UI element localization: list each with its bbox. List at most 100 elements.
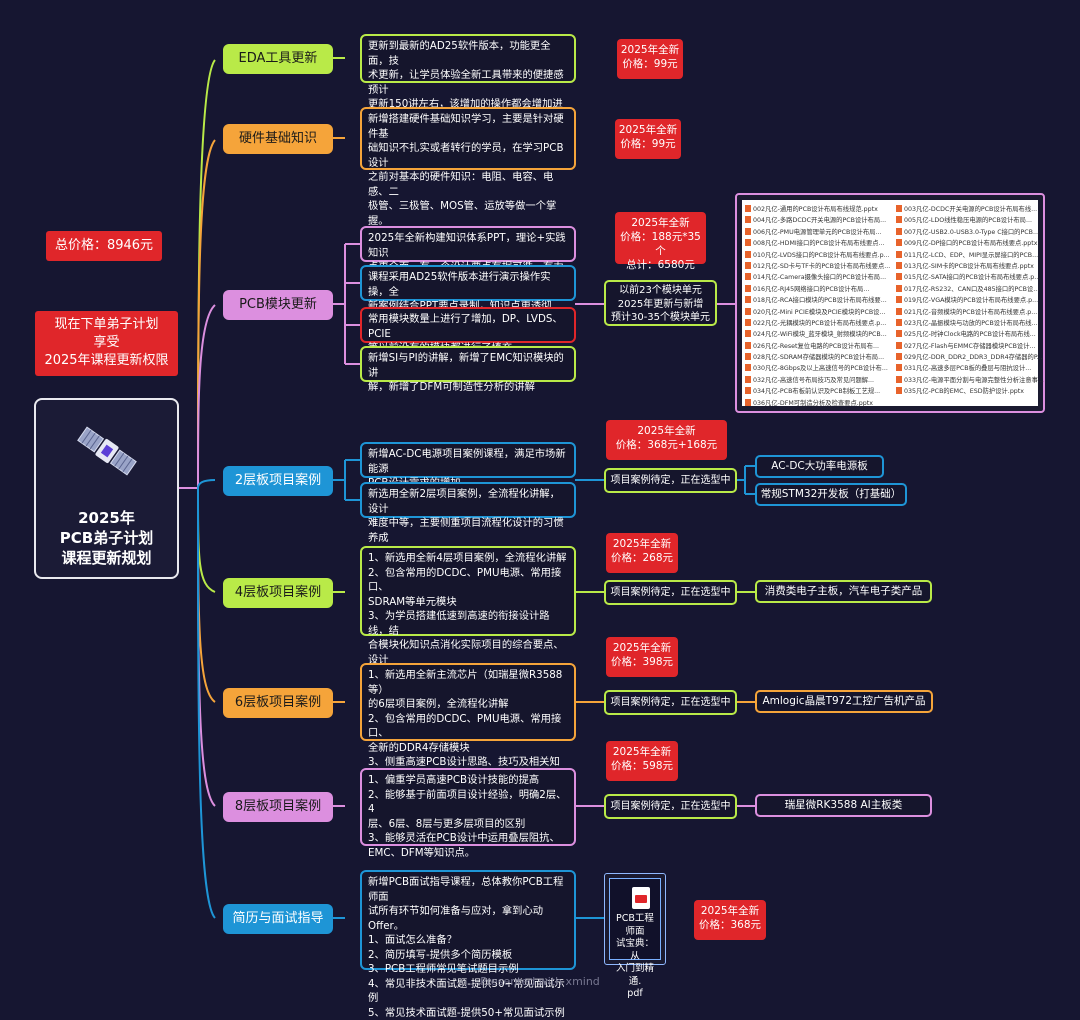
file-item[interactable]: 010凡亿-LVDS接口的PCB设计布局布线要点.p... — [745, 250, 893, 261]
file-item-label: 004凡亿-多路DCDC开关电源的PCB设计布局... — [753, 217, 887, 225]
pptx-icon — [896, 205, 902, 212]
file-column-right: 003凡亿-DCDC开关电源的PCB设计布局布线... 005凡亿-LDO线性稳压… — [896, 204, 1044, 398]
root-node: 2025年 PCB弟子计划 课程更新规划 — [34, 398, 179, 579]
file-item[interactable]: 012凡亿-SD卡与TF卡的PCB设计布局布线要点... — [745, 261, 893, 272]
desc-eda: 更新到最新的AD25软件版本，功能更全面，技 术更新，让学员体验全新工具带来的便… — [360, 34, 576, 125]
file-item-label: 024凡亿-WiFi模块_蓝牙模块_射频模块的PCB... — [753, 331, 887, 339]
file-item-label: 031凡亿-高速多层PCB板的叠层与阻抗设计... — [904, 365, 1032, 373]
file-item[interactable]: 022凡亿-光耦模块的PCB设计布局布线要点.p... — [745, 318, 893, 329]
root-title: 2025年 PCB弟子计划 课程更新规划 — [59, 509, 154, 567]
pending-8layer: 项目案例待定，正在选型中 — [604, 794, 737, 819]
file-item[interactable]: 027凡亿-Flash与EMMC存储器模块PCB设计... — [896, 341, 1044, 352]
file-item[interactable]: 024凡亿-WiFi模块_蓝牙模块_射频模块的PCB... — [745, 329, 893, 340]
satellite-icon — [77, 426, 137, 476]
branch-8layer[interactable]: 8层板项目案例 — [223, 792, 333, 822]
file-item[interactable]: 015凡亿-SATA接口的PCB设计布局布线要点.p... — [896, 272, 1044, 283]
file-item[interactable]: 028凡亿-SDRAM存储器模块的PCB设计布局... — [745, 352, 893, 363]
file-item[interactable]: 007凡亿-USB2.0-USB3.0-Type C接口的PCB... — [896, 227, 1044, 238]
file-item[interactable]: 030凡亿-8Gbps及以上高速信号的PCB设计布... — [745, 363, 893, 374]
pptx-icon — [745, 216, 751, 224]
file-item[interactable]: 011凡亿-LCD、EDP、MIPI显示屏接口的PCB... — [896, 250, 1044, 261]
pending-2layer: 项目案例待定，正在选型中 — [604, 468, 737, 493]
desc-resume: 新增PCB面试指导课程，总体教你PCB工程师面 试所有环节如何准备与应对，拿到心… — [360, 870, 576, 1019]
file-item[interactable]: 006凡亿-PMU电源管理单元的PCB设计布局... — [745, 227, 893, 238]
desc-pcb-ad25: 课程采用AD25软件版本进行演示操作实操，全 新案例结合PPT要点录制，知识点更… — [360, 265, 576, 312]
pptx-icon — [896, 227, 902, 235]
branch-pcb-module[interactable]: PCB模块更新 — [223, 290, 333, 320]
file-item[interactable]: 003凡亿-DCDC开关电源的PCB设计布局布线... — [896, 204, 1044, 215]
total-price: 总价格：8946元 — [46, 231, 162, 261]
file-item-label: 035凡亿-PCB的EMC、ESD防护设计.pptx — [904, 388, 1025, 396]
pptx-icon — [745, 364, 751, 372]
desc-hardware: 新增搭建硬件基础知识学习，主要是针对硬件基 础知识不扎实或者转行的学员，在学习P… — [360, 107, 576, 227]
branch-6layer[interactable]: 6层板项目案例 — [223, 688, 333, 718]
pending-4layer: 项目案例待定，正在选型中 — [604, 580, 737, 605]
file-item[interactable]: 005凡亿-LDO线性稳压电源的PCB设计布局... — [896, 215, 1044, 226]
file-item[interactable]: 004凡亿-多路DCDC开关电源的PCB设计布局... — [745, 215, 893, 226]
file-item[interactable]: 016凡亿-RJ45网络接口的PCB设计布局... — [745, 284, 893, 295]
product-acdc: AC-DC大功率电源板 — [755, 455, 884, 478]
file-item-label: 027凡亿-Flash与EMMC存储器模块PCB设计... — [904, 342, 1036, 350]
file-item[interactable]: 035凡亿-PCB的EMC、ESD防护设计.pptx — [896, 386, 1044, 397]
product-4layer: 消费类电子主板，汽车电子类产品 — [755, 580, 932, 603]
desc-pcb-si-pi: 新增SI与PI的讲解，新增了EMC知识模块的讲 解，新增了DFM可制造性分析的讲… — [360, 346, 576, 393]
file-item-label: 007凡亿-USB2.0-USB3.0-Type C接口的PCB... — [904, 228, 1040, 236]
file-item-label: 018凡亿-RCA接口模块的PCB设计布局布线要... — [753, 297, 887, 305]
file-item[interactable]: 009凡亿-DP接口的PCB设计布局布线要点.pptx — [896, 238, 1044, 249]
branch-resume[interactable]: 简历与面试指导 — [223, 904, 333, 934]
file-item[interactable]: 014凡亿-Camera摄像头接口的PCB设计布局... — [745, 272, 893, 283]
branch-hardware[interactable]: 硬件基础知识 — [223, 124, 333, 154]
pptx-icon — [745, 398, 751, 406]
file-item-label: 008凡亿-HDMI接口的PCB设计布局布线要点... — [753, 240, 885, 248]
pptx-icon — [896, 330, 902, 338]
product-8layer: 瑞星微RK3588 AI主板类 — [755, 794, 932, 817]
pptx-icon — [896, 364, 902, 372]
file-item-label: 010凡亿-LVDS接口的PCB设计布局布线要点.p... — [753, 251, 890, 259]
desc-pcb-modules: 常用模块数量上进行了增加，DP、LVDS、PCIE 等以前没有的模块都进行了填充… — [360, 307, 576, 354]
pptx-icon — [896, 353, 902, 361]
file-item[interactable]: 008凡亿-HDMI接口的PCB设计布局布线要点... — [745, 238, 893, 249]
file-item[interactable]: 020凡亿-Mini PCIE模块及PCIE模块的PCB设... — [745, 307, 893, 318]
file-item-label: 012凡亿-SD卡与TF卡的PCB设计布局布线要点... — [753, 262, 891, 270]
pptx-icon — [896, 250, 902, 258]
pptx-icon — [745, 284, 751, 292]
branch-eda[interactable]: EDA工具更新 — [223, 44, 333, 74]
file-item[interactable]: 013凡亿-SIM卡的PCB设计布局布线要点.pptx — [896, 261, 1044, 272]
file-item-label: 016凡亿-RJ45网络接口的PCB设计布局... — [753, 285, 870, 293]
branch-2layer[interactable]: 2层板项目案例 — [223, 466, 333, 496]
pptx-icon — [745, 353, 751, 361]
file-item[interactable]: 025凡亿-时钟Clock电路的PCB设计布局布线... — [896, 329, 1044, 340]
file-item[interactable]: 032凡亿-高速信号布局技巧及常见问题解... — [745, 375, 893, 386]
module-file-list: 002凡亿-通用的PCB设计布局布线规范.pptx 004凡亿-多路DCDC开关电… — [735, 193, 1045, 413]
file-item[interactable]: 029凡亿-DDR_DDR2_DDR3_DDR4存储器的P... — [896, 352, 1044, 363]
file-item[interactable]: 036凡亿-DFM可制造分析及检查要点.pptx — [745, 398, 893, 409]
file-item[interactable]: 018凡亿-RCA接口模块的PCB设计布局布线要... — [745, 295, 893, 306]
product-6layer: Amlogic晶晨T972工控广告机产品 — [755, 690, 933, 713]
file-item[interactable]: 031凡亿-高速多层PCB板的叠层与阻抗设计... — [896, 363, 1044, 374]
file-item-label: 013凡亿-SIM卡的PCB设计布局布线要点.pptx — [904, 262, 1034, 270]
file-item[interactable]: 026凡亿-Reset复位电路的PCB设计布局布... — [745, 341, 893, 352]
desc-6layer: 1、新选用全新主流芯片（如瑞星微R3588等） 的6层项目案例，全流程化讲解 2… — [360, 663, 576, 783]
file-item-label: 005凡亿-LDO线性稳压电源的PCB设计布局... — [904, 217, 1032, 225]
file-item-label: 025凡亿-时钟Clock电路的PCB设计布局布线... — [904, 331, 1036, 339]
pdf-file[interactable]: PCB工程师面 试宝典：从 入门到精通. pdf — [604, 873, 666, 999]
file-item[interactable]: 033凡亿-电源平面分割与电源完整性分析注意事... — [896, 375, 1044, 386]
file-item[interactable]: 002凡亿-通用的PCB设计布局布线规范.pptx — [745, 204, 893, 215]
pptx-icon — [745, 307, 751, 315]
file-item[interactable]: 021凡亿-音频模块的PCB设计布局布线要点.p... — [896, 307, 1044, 318]
file-item[interactable]: 023凡亿-晶振模块与功放的PCB设计布局布线... — [896, 318, 1044, 329]
file-item-label: 011凡亿-LCD、EDP、MIPI显示屏接口的PCB... — [904, 251, 1039, 259]
pptx-icon — [745, 250, 751, 258]
branch-4layer[interactable]: 4层板项目案例 — [223, 578, 333, 608]
pptx-icon — [745, 205, 751, 212]
pptx-icon — [896, 341, 902, 349]
pending-6layer: 项目案例待定，正在选型中 — [604, 690, 737, 715]
file-item-label: 019凡亿-VGA模块的PCB设计布局布线要点.p... — [904, 297, 1039, 305]
price-2layer: 2025年全新 价格：368元+168元 — [606, 420, 727, 460]
file-item[interactable]: 034凡亿-PCB布板前认识及PCB制板工艺规... — [745, 386, 893, 397]
pptx-icon — [896, 375, 902, 383]
file-item-label: 003凡亿-DCDC开关电源的PCB设计布局布线... — [904, 206, 1038, 213]
file-item[interactable]: 017凡亿-RS232、CAN口及485接口的PCB设... — [896, 284, 1044, 295]
file-item[interactable]: 019凡亿-VGA模块的PCB设计布局布线要点.p... — [896, 295, 1044, 306]
